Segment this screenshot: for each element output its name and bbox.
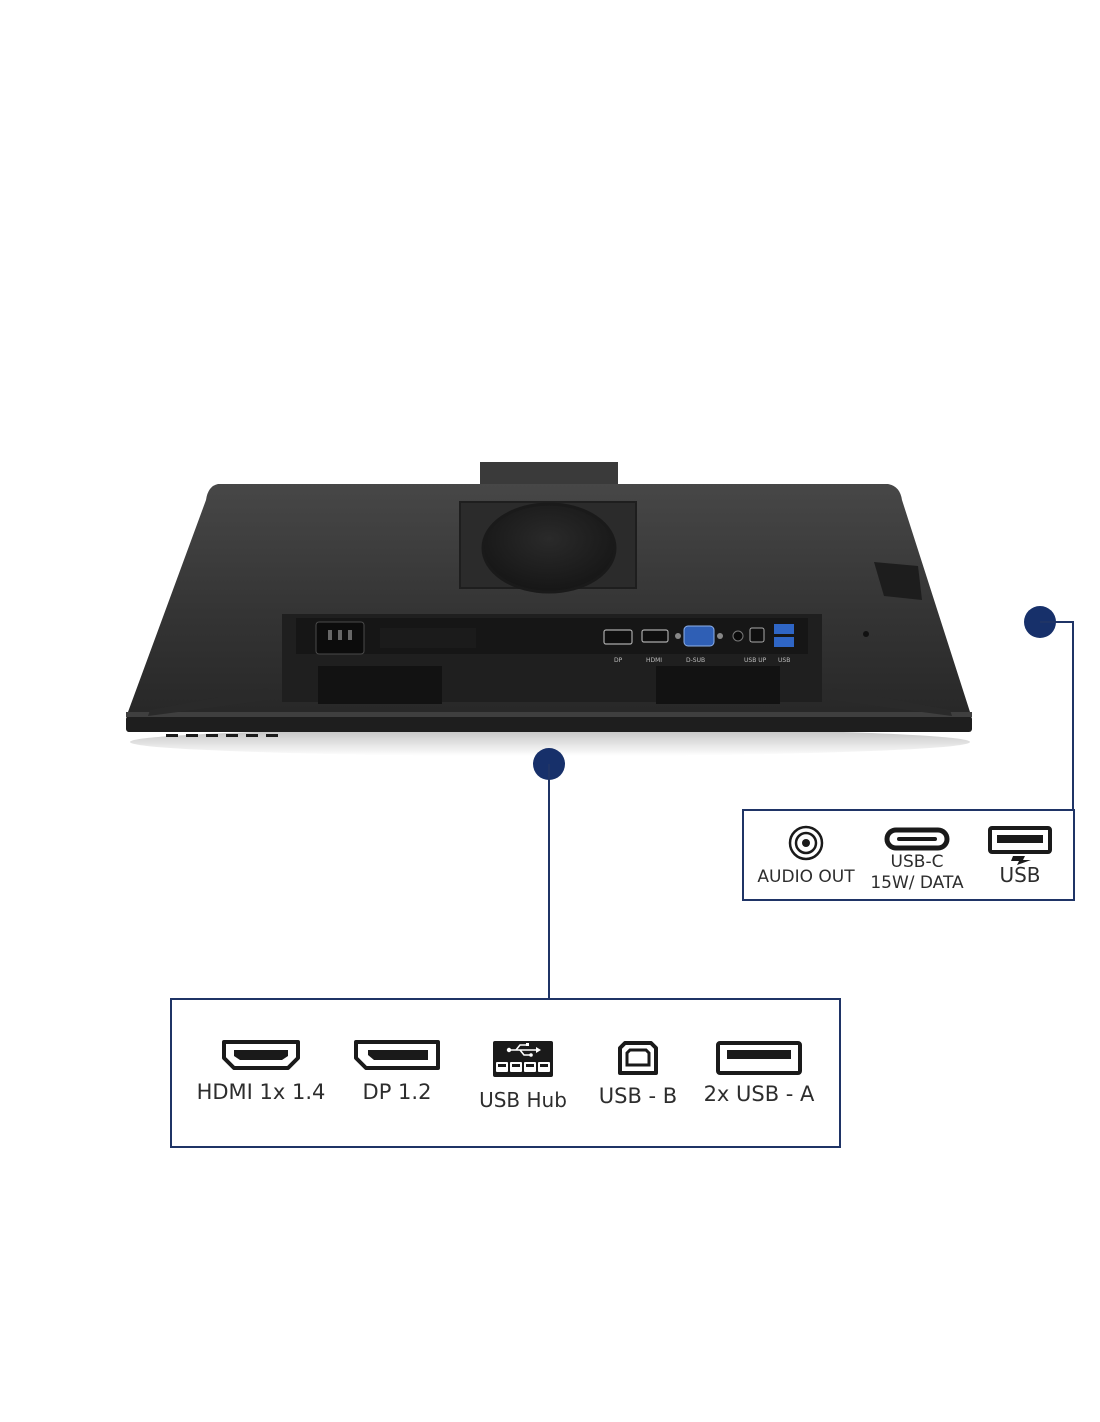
audio-jack-icon — [788, 825, 824, 861]
audio-out-label: AUDIO OUT — [757, 867, 855, 887]
usb-a-icon — [716, 1041, 802, 1075]
usb-c-label-line2: 15W/ DATA — [870, 873, 964, 893]
usb-charge-icon — [988, 826, 1052, 865]
back-label-dp: DP — [614, 657, 623, 664]
usb-b-label: USB - B — [598, 1084, 678, 1108]
port-usb-charge: USB — [980, 825, 1060, 887]
monitor-rear-view: DP HDMI D-SUB USB UP USB — [126, 462, 972, 756]
displayport-icon — [354, 1040, 440, 1070]
dp-label: DP 1.2 — [362, 1080, 432, 1104]
usb-hub-icon — [493, 1041, 553, 1077]
usb-a-label: 2x USB - A — [703, 1082, 815, 1106]
usb-c-label-line1: USB-C — [890, 852, 944, 872]
hdmi-icon — [222, 1040, 300, 1070]
right-callout-line-h — [1040, 621, 1074, 623]
hdmi-label: HDMI 1x 1.4 — [196, 1080, 326, 1104]
usb-hub-label: USB Hub — [479, 1088, 567, 1112]
bottom-callout-line-v — [548, 764, 550, 1000]
right-callout-line-v — [1072, 621, 1074, 811]
back-label-hdmi: HDMI — [646, 657, 662, 664]
port-usb-b: USB - B — [588, 1040, 688, 1108]
usb-label: USB — [999, 863, 1041, 887]
port-audio-out: AUDIO OUT — [756, 825, 856, 888]
bottom-ports-panel: HDMI 1x 1.4 DP 1.2 — [170, 998, 841, 1148]
right-ports-panel: AUDIO OUT USB-C 15W/ DATA USB — [742, 809, 1075, 901]
back-label-usb: USB — [778, 657, 790, 664]
back-label-usb-up: USB UP — [744, 657, 767, 664]
port-usb-hub: USB Hub — [468, 1040, 578, 1112]
usb-c-icon — [884, 827, 950, 851]
port-usb-c: USB-C 15W/ DATA — [862, 827, 972, 894]
back-label-dsub: D-SUB — [686, 657, 705, 664]
port-displayport: DP 1.2 — [342, 1038, 452, 1104]
usb-b-icon — [618, 1041, 658, 1075]
port-hdmi: HDMI 1x 1.4 — [188, 1038, 334, 1104]
port-usb-a: 2x USB - A — [694, 1040, 824, 1106]
